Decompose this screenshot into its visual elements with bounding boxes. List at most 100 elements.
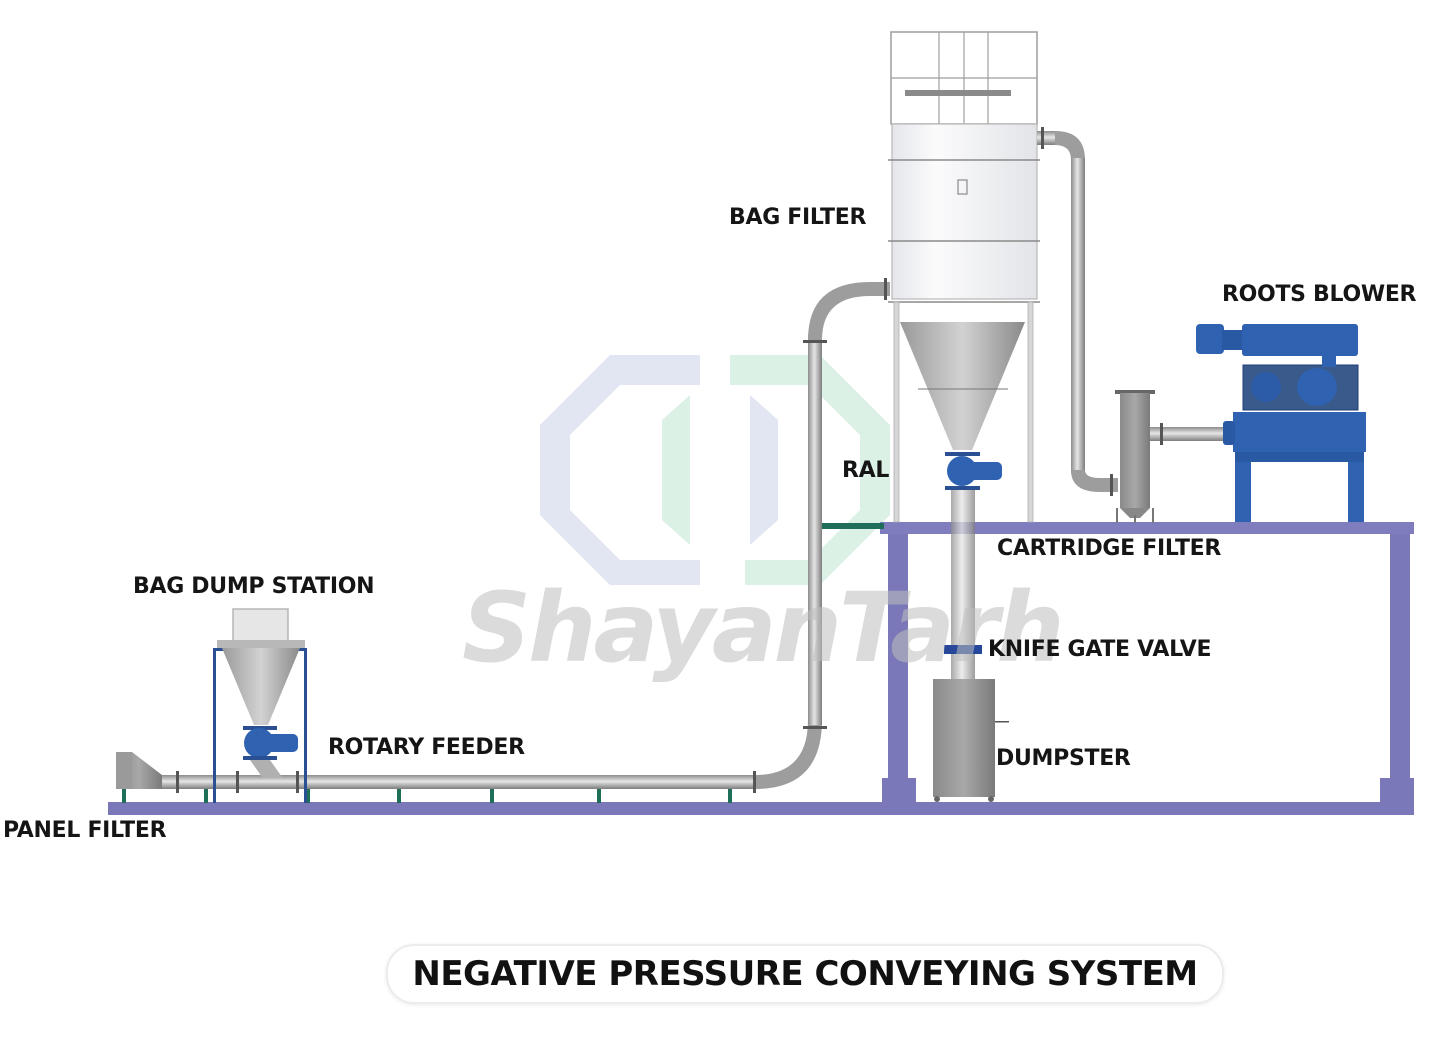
silencer-leg xyxy=(1116,508,1118,523)
blower-motor xyxy=(1297,368,1337,406)
label-bag-filter: BAG FILTER xyxy=(729,205,867,230)
discharge-neck xyxy=(951,654,975,680)
blower-pulley xyxy=(1251,372,1281,402)
return-pipe-vertical xyxy=(1071,158,1085,473)
access-door xyxy=(957,179,968,195)
pipe-flange xyxy=(1110,474,1113,496)
diagram-title-box: NEGATIVE PRESSURE CONVEYING SYSTEM xyxy=(386,944,1224,1004)
bag-dump-frame-left xyxy=(213,648,216,803)
pipe-support xyxy=(122,789,126,803)
rotary-feeder-body xyxy=(244,728,274,758)
rotary-feeder xyxy=(243,726,298,777)
watermark-octagon-blue-inner xyxy=(750,395,778,545)
pipe-flange xyxy=(296,771,299,793)
rotary-feeder-motor xyxy=(266,734,298,752)
pipe-support xyxy=(204,789,208,803)
conveying-pipe xyxy=(160,278,890,793)
frame-left-post xyxy=(888,534,908,784)
pipe-flange xyxy=(753,771,756,793)
rotary-airlock xyxy=(945,452,1002,490)
silencer-bottom xyxy=(1120,508,1150,518)
dumpster xyxy=(933,679,1009,802)
dumpster-wheel xyxy=(934,796,940,802)
frame-right-post xyxy=(1390,534,1410,784)
panel-filter xyxy=(116,752,162,789)
frame-top-beam xyxy=(880,522,1414,534)
watermark-logo xyxy=(540,355,890,585)
support-frame xyxy=(818,522,1414,804)
frame-bracket-green xyxy=(818,523,884,529)
ral-flange-top xyxy=(945,452,980,456)
knife-gate-valve xyxy=(944,645,982,654)
bag-filter-leg-left xyxy=(893,301,900,523)
pipe-flange xyxy=(884,278,887,300)
blower-stand-brace xyxy=(1235,452,1364,462)
blower-silencer-neck xyxy=(1222,330,1244,350)
pipe-flange xyxy=(803,340,827,343)
silencer-body xyxy=(1120,393,1150,508)
bag-dump-station xyxy=(213,608,307,803)
pipe-flange xyxy=(803,726,827,729)
pipe-flange xyxy=(236,771,239,793)
pipe-flange xyxy=(176,771,179,793)
bag-filter-leg-right xyxy=(1027,301,1034,523)
blower-stand-leg-left xyxy=(1235,452,1251,522)
pipe-flange xyxy=(1041,127,1044,149)
return-pipe xyxy=(1037,127,1118,496)
blower-base xyxy=(1233,412,1366,452)
pipe-supports xyxy=(122,789,732,803)
label-dumpster: DUMPSTER xyxy=(996,746,1131,771)
label-panel-filter: PANEL FILTER xyxy=(3,818,167,843)
conveying-pipe-bend-upper xyxy=(808,282,890,340)
pipe-support xyxy=(397,789,401,803)
watermark-text: ShayanTarh xyxy=(462,572,1065,684)
cartridge-filter-column xyxy=(951,490,975,646)
blower-silencer-cap xyxy=(1196,324,1224,354)
diagram-title: NEGATIVE PRESSURE CONVEYING SYSTEM xyxy=(412,954,1198,994)
bag-dump-hood xyxy=(232,608,289,642)
bag-dump-rim xyxy=(217,640,305,648)
return-pipe-bend-bottom xyxy=(1071,470,1118,492)
pipe-support xyxy=(306,789,310,803)
blower-stand-leg-right xyxy=(1348,452,1364,522)
panel-filter-face xyxy=(116,752,132,789)
roots-blower xyxy=(1196,324,1366,522)
conveying-pipe-horizontal xyxy=(160,775,760,789)
conveying-pipe-bend-lower xyxy=(755,720,822,789)
silencer-outlet-pipe xyxy=(1150,427,1225,441)
pipe-support xyxy=(597,789,601,803)
pipe-support xyxy=(490,789,494,803)
frame-right-foot xyxy=(1380,778,1414,804)
rotary-feeder-flange-bottom xyxy=(243,756,277,760)
bag-filter-hopper xyxy=(900,322,1025,450)
label-cartridge-filter: CARTRIDGE FILTER xyxy=(997,536,1222,561)
watermark-octagon-blue xyxy=(540,355,700,585)
pipe-support xyxy=(728,789,732,803)
ral-motor xyxy=(968,462,1002,480)
pipe-flange xyxy=(1160,423,1163,445)
blower-motor-box xyxy=(1322,355,1336,367)
blower-base-inlet xyxy=(1223,421,1235,445)
rotary-feeder-chute xyxy=(250,760,282,777)
ral-flange-bottom xyxy=(945,486,980,490)
bag-filter xyxy=(888,31,1040,523)
label-roots-blower: ROOTS BLOWER xyxy=(1222,282,1417,307)
bag-dump-frame-right xyxy=(304,648,307,803)
bag-filter-body xyxy=(891,123,1038,300)
dumpster-body xyxy=(933,679,995,797)
dumpster-wheel xyxy=(988,796,994,802)
silencer-cap xyxy=(1115,390,1155,394)
cartridge-filter xyxy=(944,490,982,680)
silencer-leg xyxy=(1134,515,1136,523)
pulse-valve-manifold xyxy=(905,90,1011,96)
watermark-octagon-green-inner xyxy=(662,395,690,545)
frame-left-foot xyxy=(882,778,916,804)
ground-rail xyxy=(108,802,1414,815)
label-rotary-feeder: ROTARY FEEDER xyxy=(328,735,525,760)
return-pipe-bend-top xyxy=(1055,131,1085,160)
bag-dump-hopper xyxy=(222,648,300,725)
blower-silencer-body xyxy=(1242,324,1358,356)
label-bag-dump-station: BAG DUMP STATION xyxy=(133,574,375,599)
